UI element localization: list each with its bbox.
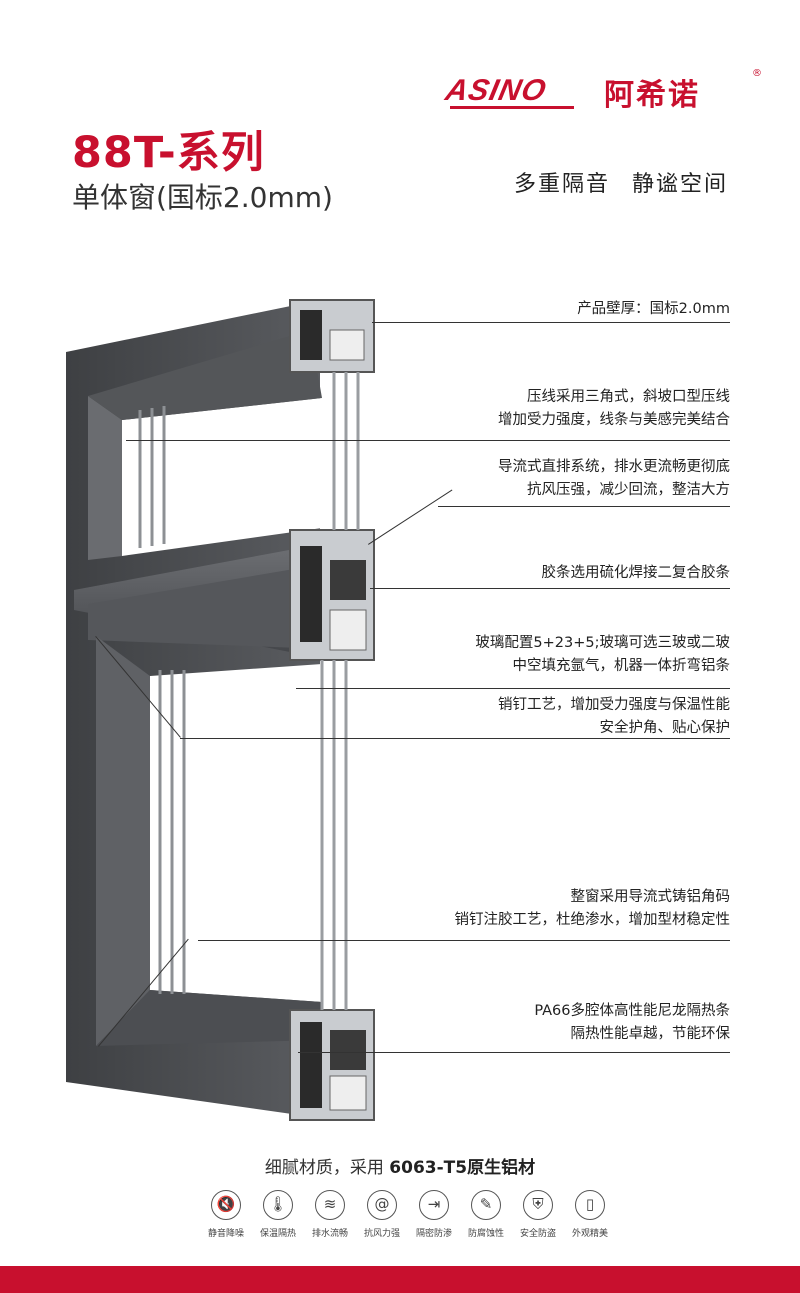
annotation-line: 整窗采用导流式铸铝角码 (570, 889, 731, 905)
annotation-line: 导流式直排系统，排水更流畅更彻底 (498, 459, 730, 475)
annotation-drainage: 导流式直排系统，排水更流畅更彻底 抗风压强，减少回流，整洁大方 (498, 456, 730, 502)
lower-inner-bevel (96, 636, 150, 1046)
wind-swirl-icon: @ (367, 1190, 397, 1220)
leader-line-2 (126, 440, 730, 441)
upper-inner-bevel (88, 396, 122, 560)
feature-item: ⛨ 安全防盗 (512, 1190, 564, 1239)
feature-item: @ 抗风力强 (356, 1190, 408, 1239)
annotation-line: 压线采用三角式，斜坡口型压线 (527, 389, 730, 405)
material-prefix: 细腻材质，采用 (264, 1158, 390, 1178)
annotation-corner-code: 整窗采用导流式铸铝角码 销钉注胶工艺，杜绝渗水，增加型材稳定性 (455, 886, 731, 932)
anti-corrosion-icon: ✎ (471, 1190, 501, 1220)
profile-section-bottom (289, 1009, 375, 1121)
feature-item: ⇥ 隔密防渗 (408, 1190, 460, 1239)
annotation-line: 销钉工艺，增加受力强度与保温性能 (498, 697, 730, 713)
feature-label: 保温隔热 (259, 1229, 296, 1239)
brand-logo-underline (450, 106, 574, 109)
annotation-line: PA66多腔体高性能尼龙隔热条 (534, 1003, 730, 1019)
annotation-line: 抗风压强，减少回流，整洁大方 (527, 482, 730, 498)
leader-line-1 (372, 322, 730, 323)
brand-logo-chinese: 阿希诺 (604, 78, 700, 113)
leader-line-8 (298, 1052, 730, 1053)
feature-item: ✎ 防腐蚀性 (460, 1190, 512, 1239)
leader-line-5 (296, 688, 730, 689)
annotation-line: 玻璃配置5+23+5;玻璃可选三玻或二玻 (475, 635, 730, 651)
feature-item: 🔇 静音降噪 (200, 1190, 252, 1239)
annotation-line: 胶条选用硫化焊接二复合胶条 (541, 565, 731, 581)
series-subtitle: 单体窗(国标2.0mm) (72, 181, 333, 214)
feature-label: 防腐蚀性 (467, 1229, 504, 1239)
lower-bottom-bevel (96, 990, 322, 1046)
feature-label: 静音降噪 (207, 1229, 244, 1239)
annotation-line: 隔热性能卓越，节能环保 (570, 1026, 731, 1042)
annotation-wall-thickness: 产品壁厚：国标2.0mm (577, 298, 730, 321)
annotation-pin-process: 销钉工艺，增加受力强度与保温性能 安全护角、贴心保护 (498, 694, 730, 740)
feature-label: 排水流畅 (311, 1229, 348, 1239)
annotation-line: 产品壁厚：国标2.0mm (577, 301, 730, 317)
leader-line-7 (198, 940, 730, 941)
feature-item: ≋ 排水流畅 (304, 1190, 356, 1239)
annotation-pressing-line: 压线采用三角式，斜坡口型压线 增加受力强度，线条与美感完美结合 (498, 386, 730, 432)
annotation-line: 销钉注胶工艺，杜绝渗水，增加型材稳定性 (454, 912, 731, 928)
annotation-glass-config: 玻璃配置5+23+5;玻璃可选三玻或二玻 中空填充氩气，机器一体折弯铝条 (475, 632, 730, 678)
section-glazing-lines (320, 372, 360, 1010)
feature-item: ▯ 外观精美 (564, 1190, 616, 1239)
feature-label: 抗风力强 (363, 1229, 400, 1239)
slogan-part-1: 多重隔音 (514, 172, 611, 197)
annotation-line: 增加受力强度，线条与美感完美结合 (498, 412, 730, 428)
leader-line-3 (438, 506, 730, 507)
feature-icon-row: 🔇 静音降噪 🌡 保温隔热 ≋ 排水流畅 @ 抗风力强 ⇥ 隔密防渗 ✎ 防腐蚀… (200, 1190, 620, 1246)
upper-glass-pane (122, 398, 322, 556)
thermometer-icon: 🌡 (263, 1190, 293, 1220)
glass-edge-lines (138, 406, 186, 994)
lower-glass-pane (150, 664, 322, 1002)
window-design-icon: ▯ (575, 1190, 605, 1220)
profile-section-middle (289, 529, 375, 661)
annotation-line: 中空填充氩气，机器一体折弯铝条 (512, 658, 731, 674)
shield-lock-icon: ⛨ (523, 1190, 553, 1220)
feature-label: 隔密防渗 (415, 1229, 452, 1239)
seal-arrows-icon: ⇥ (419, 1190, 449, 1220)
slogan: 多重隔音静谧空间 (514, 166, 750, 198)
upper-top-bevel (88, 330, 322, 420)
material-statement: 细腻材质，采用 6063-T5原生铝材 (0, 1153, 800, 1178)
feature-item: 🌡 保温隔热 (252, 1190, 304, 1239)
registered-mark: ® (752, 68, 762, 79)
series-title: 88T-系列 (72, 128, 265, 178)
slogan-part-2: 静谧空间 (632, 172, 729, 197)
leader-line-4 (370, 588, 730, 589)
annotation-gasket: 胶条选用硫化焊接二复合胶条 (542, 562, 731, 585)
leader-line-6 (180, 738, 730, 739)
brand-logo: ASINO 阿希诺 ® (443, 68, 766, 113)
brand-logo-latin: ASINO (442, 74, 550, 107)
bottom-brand-bar (0, 1266, 800, 1293)
water-wave-icon: ≋ (315, 1190, 345, 1220)
profile-section-top (289, 299, 375, 373)
transom-face (88, 568, 300, 648)
annotation-thermal-strip: PA66多腔体高性能尼龙隔热条 隔热性能卓越，节能环保 (534, 1000, 730, 1046)
feature-label: 外观精美 (571, 1229, 608, 1239)
material-highlight: 6063-T5原生铝材 (389, 1158, 536, 1178)
window-profile-illustration (66, 299, 375, 1121)
annotation-line: 安全护角、贴心保护 (599, 720, 731, 736)
mute-icon: 🔇 (211, 1190, 241, 1220)
feature-label: 安全防盗 (519, 1229, 556, 1239)
